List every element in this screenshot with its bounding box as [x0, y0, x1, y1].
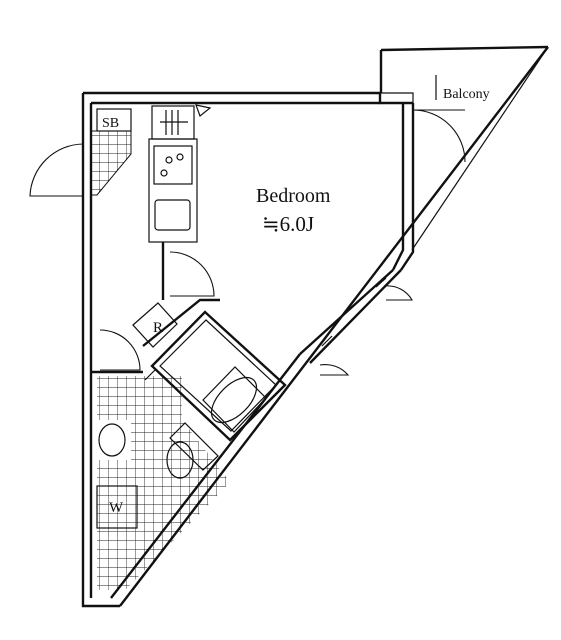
entry-door [29, 143, 84, 197]
toilet [166, 422, 219, 479]
bedroom-door [169, 251, 215, 297]
shoe-box [96, 108, 132, 132]
washing-machine-space [96, 485, 138, 529]
bedroom-label: Bedroom [256, 185, 331, 207]
refrigerator-space [132, 302, 178, 348]
unit-bath [144, 310, 287, 442]
balcony-label: Balcony [443, 87, 490, 102]
balcony-door [412, 109, 466, 163]
washroom-door [99, 329, 141, 371]
washbasin [97, 420, 131, 460]
bedroom-size-label: ≒6.0J [262, 212, 314, 236]
closet [151, 104, 212, 140]
shoe-box-label: SB [102, 116, 119, 131]
balcony-outline [381, 46, 549, 251]
outer-walls [81, 45, 549, 608]
interior-walls [91, 242, 220, 374]
washer-label: W [109, 500, 124, 516]
entrance-tile-floor [90, 130, 132, 196]
kitchen [148, 138, 198, 243]
windows [319, 277, 413, 376]
refrigerator-label: R [153, 320, 163, 336]
